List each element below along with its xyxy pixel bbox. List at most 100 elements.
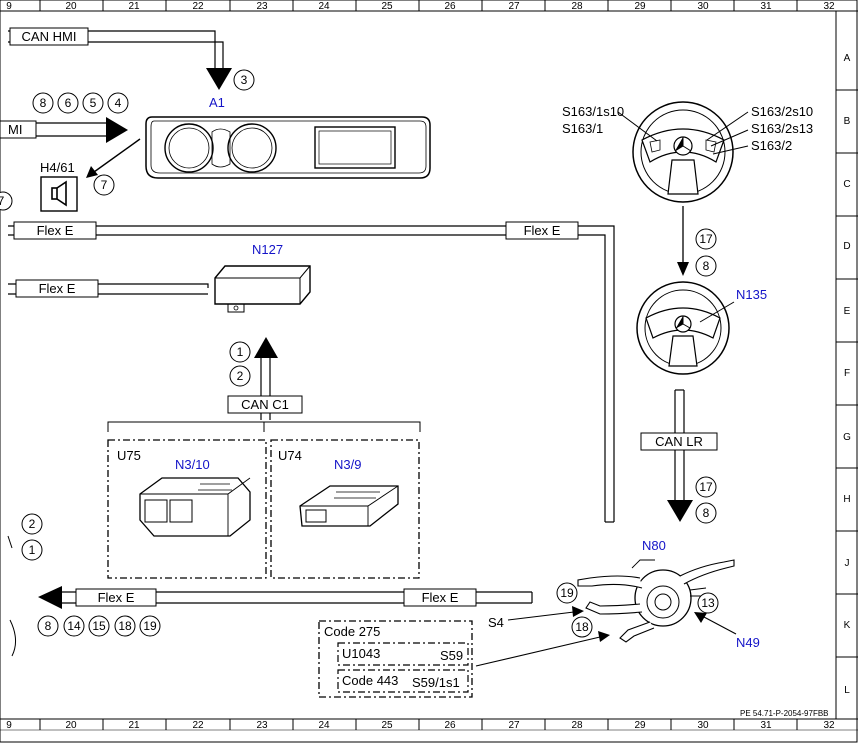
ref-circle-c5: 5 <box>82 92 104 114</box>
a1-label: A1 <box>209 95 225 110</box>
grid-col-bottom: 9 <box>6 720 12 731</box>
svg-text:8: 8 <box>703 506 710 520</box>
n80-label: N80 <box>642 538 666 553</box>
ref-circle-c2b: 2 <box>21 513 43 535</box>
h4-61-speaker: H4/61 <box>40 160 78 212</box>
grid-col-bottom: 22 <box>192 720 204 731</box>
grid-row-letter: B <box>844 116 851 127</box>
flex-e-label-4: Flex E <box>98 590 135 605</box>
grid-col-top: 22 <box>192 1 204 12</box>
svg-text:2: 2 <box>29 517 36 531</box>
ref-circle-c8b: 8 <box>695 255 717 277</box>
svg-text:8: 8 <box>703 259 710 273</box>
svg-text:14: 14 <box>67 619 81 633</box>
grid-col-top: 28 <box>571 1 583 12</box>
ref-circle-b15: 15 <box>88 615 110 637</box>
grid-col-top: 21 <box>128 1 140 12</box>
grid-col-bottom: 27 <box>508 720 520 731</box>
grid-col-top: 27 <box>508 1 520 12</box>
ref-circle-b19: 19 <box>139 615 161 637</box>
svg-text:1: 1 <box>29 543 36 557</box>
code-box: Code 275 U1043 S59 Code 443 S59/1s1 <box>318 620 473 698</box>
n135-label: N135 <box>736 287 767 302</box>
grid-row-letter: H <box>843 494 850 505</box>
ref-circle-b18: 18 <box>114 615 136 637</box>
grid-col-top: 24 <box>318 1 330 12</box>
can-hmi-label: CAN HMI <box>22 29 77 44</box>
flex-e-upper-bus: Flex E Flex E <box>8 221 615 523</box>
hmi-left-bus: MI <box>0 117 128 143</box>
grid-col-bottom: 21 <box>128 720 140 731</box>
n135-steering-wheel: N135 <box>636 281 767 375</box>
grid-row-letter: F <box>844 368 850 379</box>
s163-1-label: S163/1 <box>562 121 603 136</box>
code-275-label: Code 275 <box>324 624 380 639</box>
code-443-label: Code 443 <box>342 673 398 688</box>
ref-circle-c3: 3 <box>233 69 255 91</box>
grid-row-letter: E <box>844 306 851 317</box>
grid-col-bottom: 29 <box>634 720 646 731</box>
grid-col-bottom: 32 <box>823 720 835 731</box>
grid-col-bottom: 24 <box>318 720 330 731</box>
ref-circle-c13: 13 <box>697 592 719 614</box>
n3-10-ecu <box>139 477 251 537</box>
s163-2-label: S163/2 <box>751 138 792 153</box>
ref-circle-c8c: 8 <box>695 502 717 524</box>
svg-text:4: 4 <box>115 96 122 110</box>
svg-text:15: 15 <box>92 619 106 633</box>
svg-text:7: 7 <box>101 178 108 192</box>
grid-col-bottom: 23 <box>256 720 268 731</box>
grid-row-letter: G <box>843 432 851 443</box>
svg-text:19: 19 <box>143 619 157 633</box>
ref-circle-c7: 7 <box>93 174 115 196</box>
h4-61-label: H4/61 <box>40 160 75 175</box>
grid-row-letter: D <box>843 241 850 252</box>
flex-e-second-bus: Flex E <box>8 279 209 298</box>
svg-text:13: 13 <box>701 596 715 610</box>
grid-col-bottom: 25 <box>381 720 393 731</box>
svg-text:1: 1 <box>237 345 244 359</box>
can-lr-bus: CAN LR <box>640 389 718 522</box>
ref-circle-c19a: 19 <box>556 582 578 604</box>
svg-text:19: 19 <box>560 586 574 600</box>
svg-text:8: 8 <box>45 619 52 633</box>
flex-e-bottom-bus: Flex E Flex E <box>38 586 533 609</box>
u75-label: U75 <box>117 448 141 463</box>
svg-text:7: 7 <box>0 194 5 208</box>
steering-wheel-top: S163/1s10 S163/1 S163/2s10 S163/2s13 S16… <box>562 101 813 203</box>
n127-module: N127 <box>214 242 311 313</box>
flex-e-label-2: Flex E <box>524 223 561 238</box>
n49-label: N49 <box>736 635 760 650</box>
a1-instrument-cluster: A1 <box>145 95 431 179</box>
u74-label: U74 <box>278 448 302 463</box>
u1043-label: U1043 <box>342 646 380 661</box>
ref-circle-b14: 14 <box>63 615 85 637</box>
ref-circle-c17b: 17 <box>695 476 717 498</box>
svg-text:6: 6 <box>65 96 72 110</box>
svg-text:2: 2 <box>237 369 244 383</box>
grid-row-letter: L <box>844 685 850 696</box>
grid-row-letter: A <box>844 53 851 64</box>
ref-circle-c2a: 2 <box>229 365 251 387</box>
flex-e-label-3: Flex E <box>39 281 76 296</box>
svg-text:18: 18 <box>118 619 132 633</box>
n80-steering-column: N80 <box>577 538 735 643</box>
svg-text:17: 17 <box>699 232 713 246</box>
grid-col-top: 30 <box>697 1 709 12</box>
grid-row-letter: C <box>843 179 850 190</box>
grid-col-top: 20 <box>65 1 77 12</box>
grid-col-top: 29 <box>634 1 646 12</box>
svg-text:17: 17 <box>699 480 713 494</box>
grid-col-bottom: 28 <box>571 720 583 731</box>
grid-col-bottom: 20 <box>65 720 77 731</box>
ref-circle-c4: 4 <box>107 92 129 114</box>
ref-circle-b8: 8 <box>37 615 59 637</box>
hmi-left-label: MI <box>8 122 22 137</box>
grid-col-bottom: 26 <box>444 720 456 731</box>
grid-col-top: 26 <box>444 1 456 12</box>
flex-e-label-5: Flex E <box>422 590 459 605</box>
